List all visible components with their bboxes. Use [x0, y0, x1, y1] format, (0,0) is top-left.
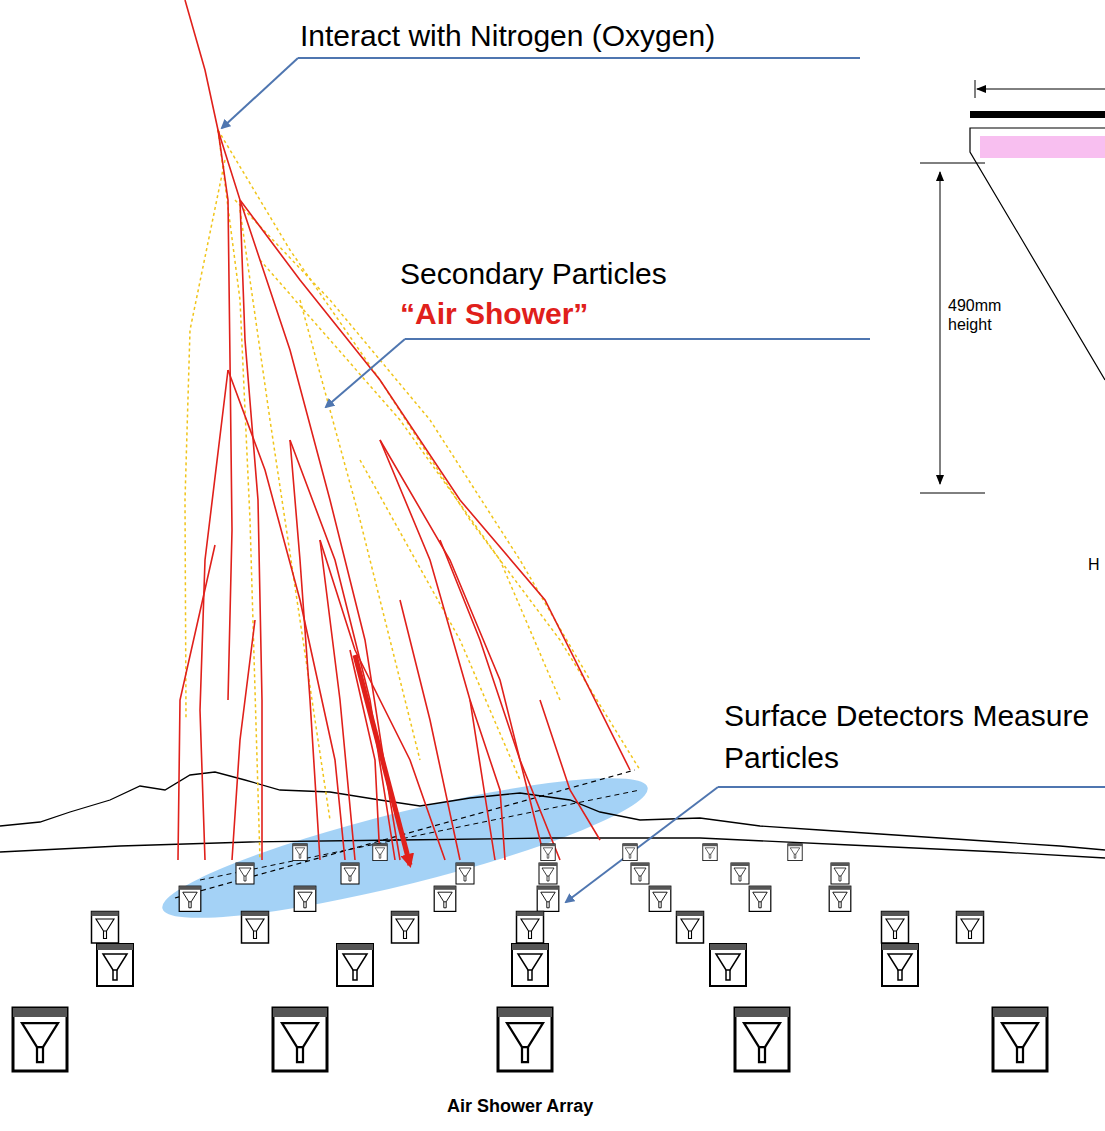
detector-tank — [293, 844, 307, 861]
detector-tank — [623, 844, 637, 861]
callout-label: “Air Shower” — [400, 296, 588, 332]
callout-label: Secondary Particles — [400, 256, 667, 292]
detector-tank — [631, 863, 649, 884]
detector-tank — [677, 912, 704, 944]
part-label: H — [1088, 555, 1100, 574]
detector-tank — [97, 944, 133, 986]
detector-tank — [957, 912, 984, 944]
detector-tank — [392, 912, 419, 944]
detector-tank — [749, 886, 771, 911]
detector-tank — [788, 844, 802, 861]
detector-tank — [341, 863, 359, 884]
detector-tank — [735, 1008, 789, 1071]
detector-tank — [294, 886, 316, 911]
callout-label: Interact with Nitrogen (Oxygen) — [300, 18, 715, 54]
detector-tank — [829, 886, 851, 911]
detector-tank — [179, 886, 201, 911]
detector-tank — [512, 944, 548, 986]
detector-tank — [831, 863, 849, 884]
detector-tank — [434, 886, 456, 911]
detector-tank — [498, 1008, 552, 1071]
detector-tank — [539, 863, 557, 884]
detector-tank — [703, 844, 717, 861]
figure-caption: Air Shower Array — [447, 1095, 593, 1117]
detector-tank — [882, 944, 918, 986]
detector-tank — [517, 912, 544, 944]
detector-tank — [537, 886, 559, 911]
detector-tank — [337, 944, 373, 986]
detector-tank — [92, 912, 119, 944]
detector-tank — [541, 844, 555, 861]
dimension-label: 490mm height — [948, 296, 1008, 334]
detector-tank — [710, 944, 746, 986]
detector-tank — [13, 1008, 67, 1071]
detector-tank — [236, 863, 254, 884]
detector-tank — [456, 863, 474, 884]
callout-label: Surface Detectors Measure Particles — [724, 695, 1094, 779]
detector-tank — [242, 912, 269, 944]
detector-tank — [649, 886, 671, 911]
detector-tank — [273, 1008, 327, 1071]
detector-tank — [373, 844, 387, 861]
detector-tank — [731, 863, 749, 884]
detector-tank — [882, 912, 909, 944]
detector-tank — [993, 1008, 1047, 1071]
